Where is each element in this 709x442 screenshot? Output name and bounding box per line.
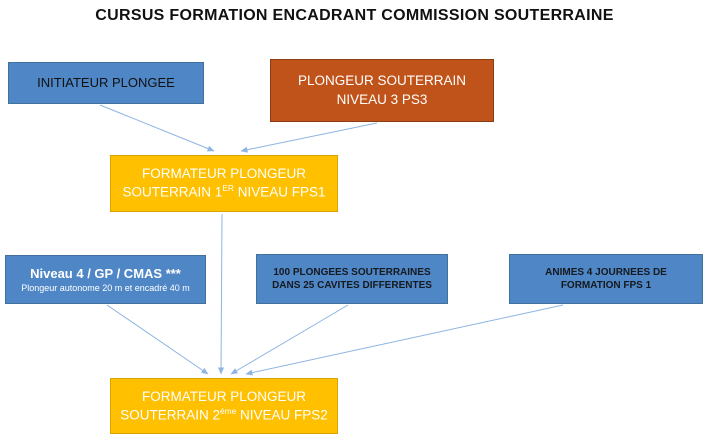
arrow-niveau4-to-fps2 [106, 304, 209, 375]
box-fps2-line1: FORMATEUR PLONGEUR [141, 388, 306, 404]
box-animes-line2: FORMATION FPS 1 [560, 280, 652, 291]
box-fps2-line2: SOUTERRAIN 2éme NIVEAU FPS2 [120, 406, 328, 425]
page-title: CURSUS FORMATION ENCADRANT COMMISSION SO… [95, 7, 614, 24]
box-plongees-line1: 100 PLONGEES SOUTERRAINES [273, 266, 431, 278]
box-fps1-line2-pre: SOUTERRAIN 1 [122, 184, 223, 200]
box-animes-4-journees: ANIMES 4 JOURNEES DE FORMATION FPS 1 [509, 254, 703, 304]
box-fps2-line2-pre: SOUTERRAIN 2 [120, 407, 220, 423]
box-niveau4-line2: Plongeur autonome 20 m et encadré 40 m [21, 283, 190, 294]
box-fps1-line2-post: NIVEAU FPS1 [233, 184, 326, 200]
box-formateur-fps1: FORMATEUR PLONGEUR SOUTERRAIN 1ER NIVEAU… [110, 155, 338, 212]
box-animes-line1: ANIMES 4 JOURNEES DE [545, 266, 667, 278]
arrow-ps3-to-fps1 [240, 122, 378, 153]
arrow-plongees-to-fps2 [230, 304, 349, 375]
arrow-animes-to-fps2 [245, 304, 564, 376]
box-fps2-line2-post: NIVEAU FPS2 [236, 407, 328, 423]
box-initiateur-label: INITIATEUR PLONGEE [37, 75, 175, 91]
box-fps2-line2-sup: éme [219, 405, 237, 416]
box-formateur-fps2: FORMATEUR PLONGEUR SOUTERRAIN 2éme NIVEA… [110, 378, 338, 434]
box-100-plongees: 100 PLONGEES SOUTERRAINES DANS 25 CAVITE… [256, 254, 448, 304]
box-plongeur-souterrain-ps3: PLONGEUR SOUTERRAIN NIVEAU 3 PS3 [270, 59, 494, 122]
box-fps1-line2: SOUTERRAIN 1ER NIVEAU FPS1 [123, 183, 326, 202]
box-initiateur-plongee: INITIATEUR PLONGEE [8, 62, 204, 104]
box-niveau4-line1: Niveau 4 / GP / CMAS *** [30, 265, 181, 281]
box-fps1-line1: FORMATEUR PLONGEUR [141, 166, 306, 182]
box-plongees-line2: DANS 25 CAVITES DIFFERENTES [272, 280, 432, 291]
arrow-fps1-to-fps2 [218, 213, 225, 375]
arrow-initiateur-to-fps1 [99, 104, 215, 152]
box-ps3-line2: NIVEAU 3 PS3 [336, 91, 428, 107]
box-ps3-line1: PLONGEUR SOUTERRAIN [297, 73, 467, 89]
box-fps1-line2-sup: ER [222, 183, 234, 194]
box-niveau4-gp-cmas: Niveau 4 / GP / CMAS *** Plongeur autono… [5, 255, 206, 304]
